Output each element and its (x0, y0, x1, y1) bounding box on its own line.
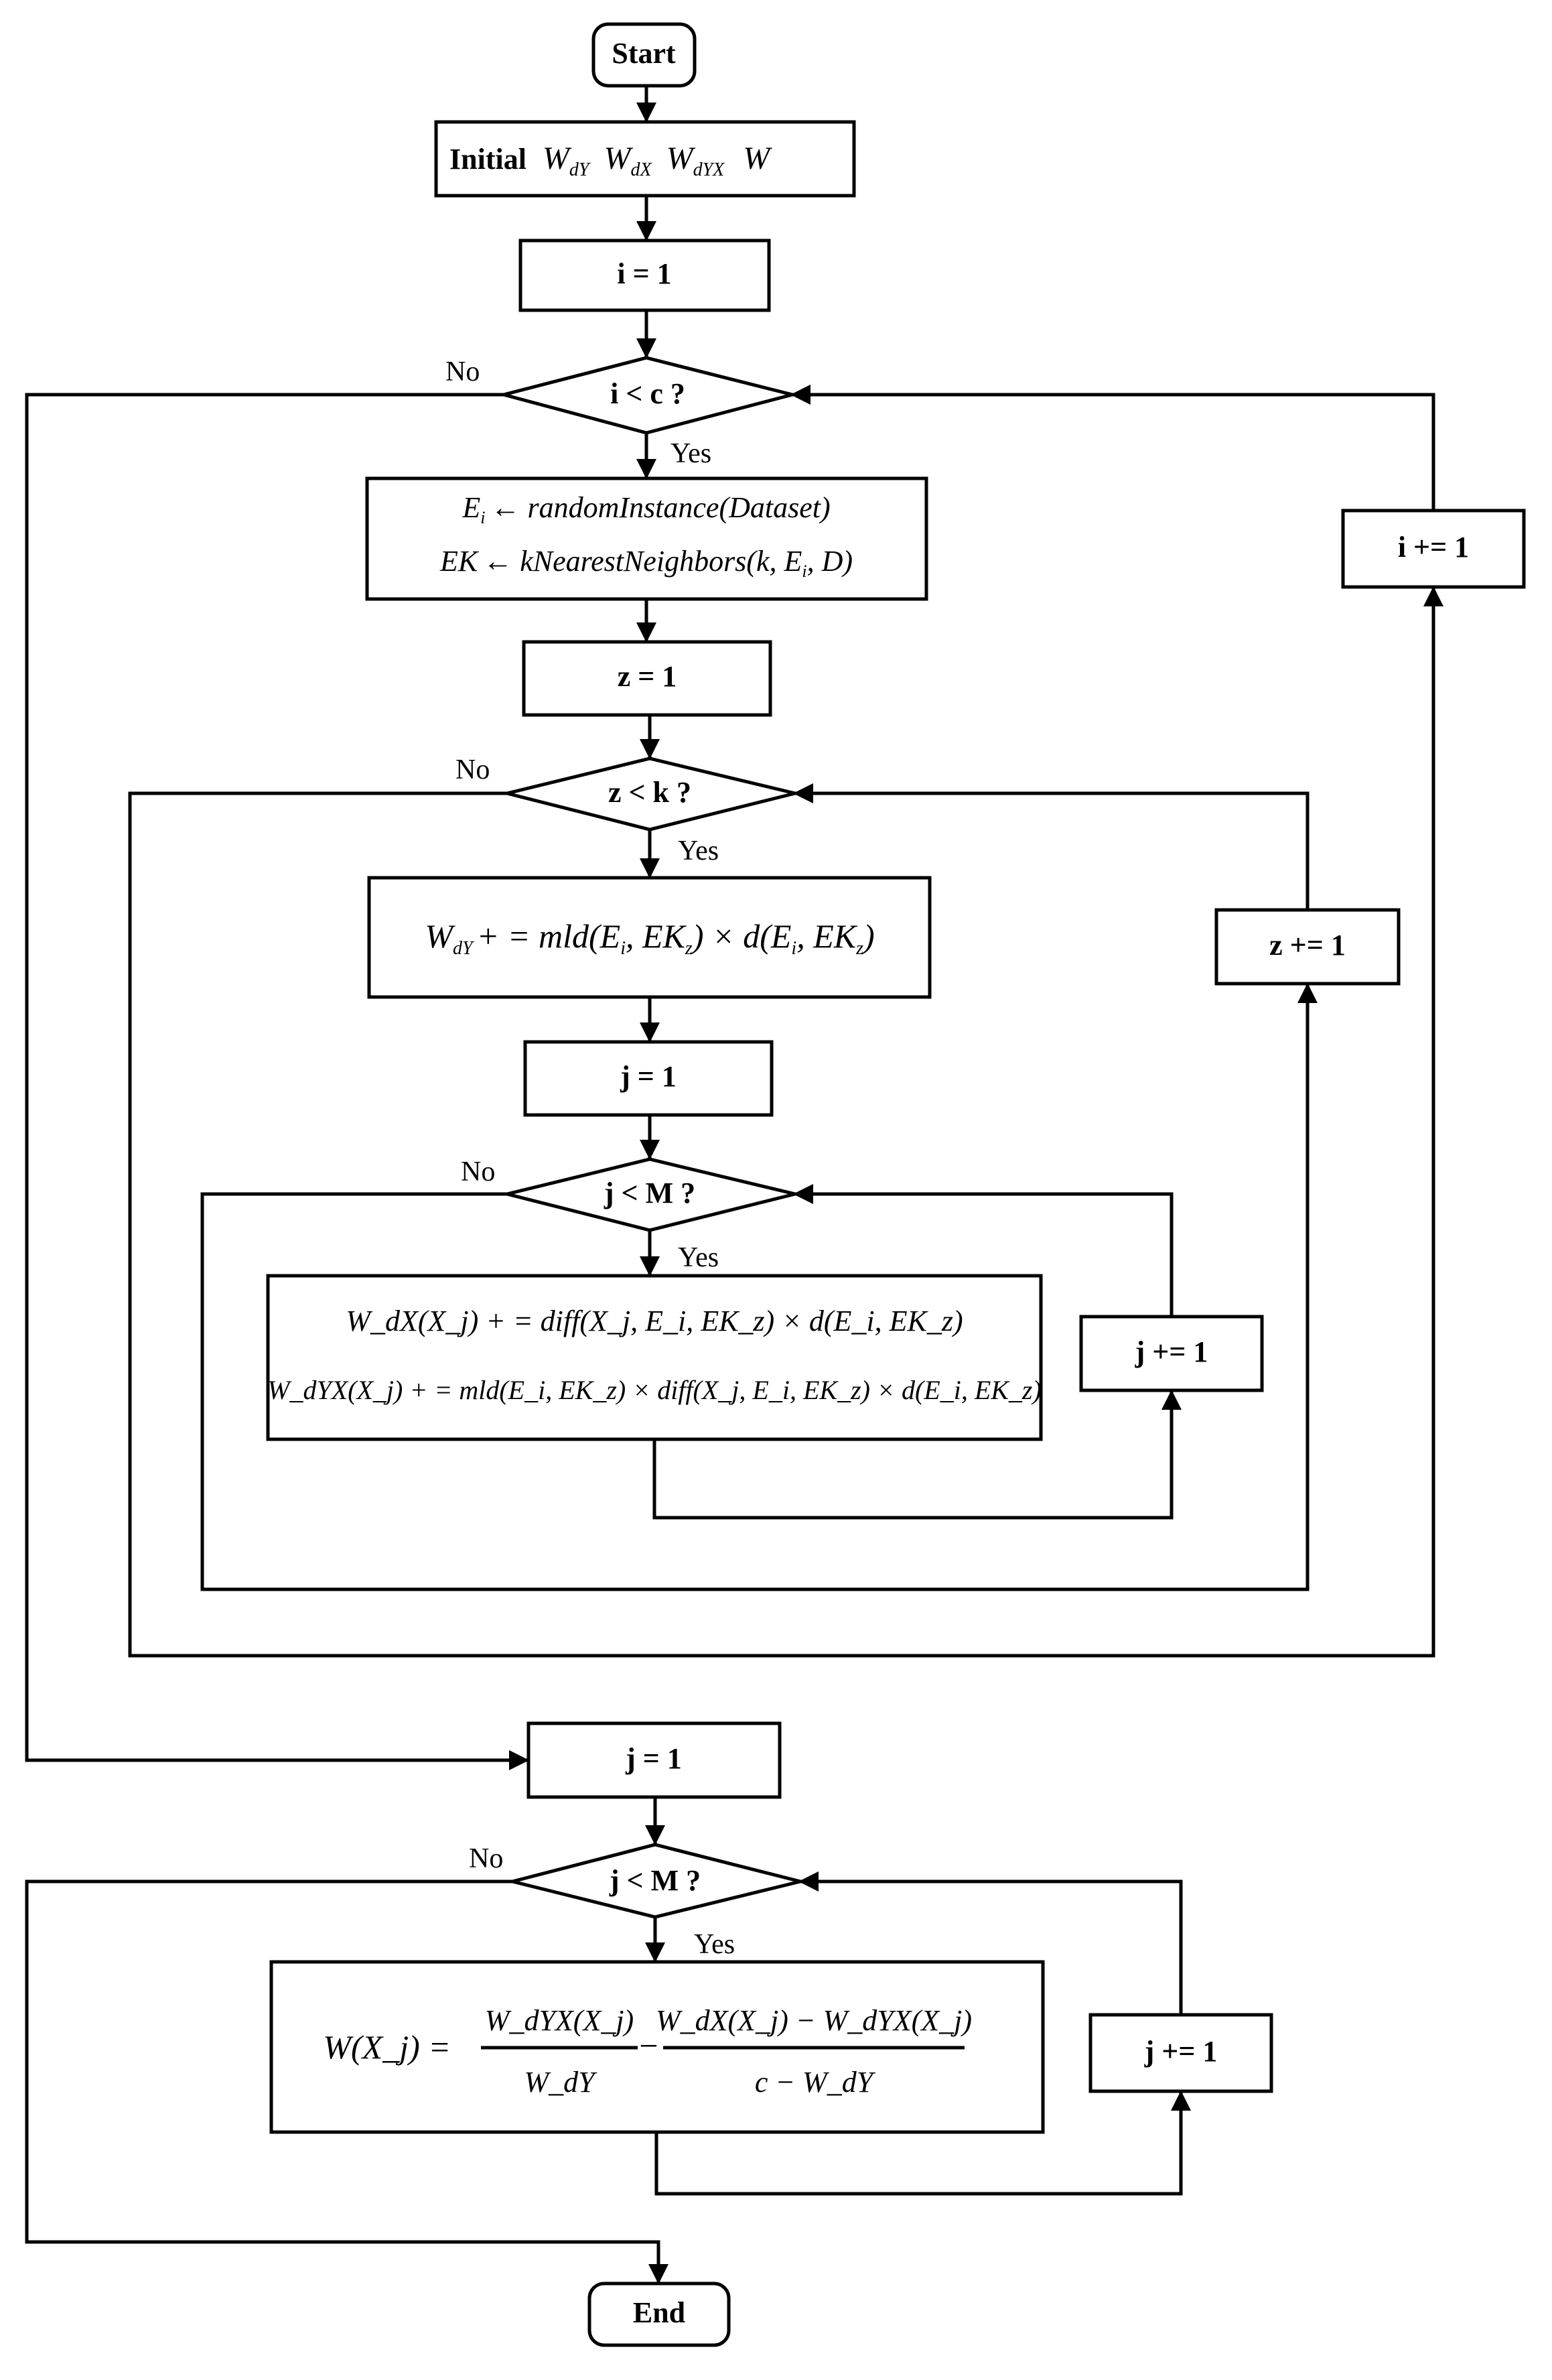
edge-jcond-no-end (25, 1879, 668, 2284)
edge-jcond-no-zinc (200, 983, 1318, 1591)
final-frac2-numerator: W_dX(X_j) − W_dYX(X_j) (656, 2004, 972, 2037)
edge-final-jinc (654, 2091, 1191, 2196)
edge-jinc-jcond-outer (798, 1871, 1183, 2013)
label-no-i-cond: No (445, 356, 480, 387)
j-init-outer-label: j = 1 (625, 1742, 682, 1775)
end-label: End (633, 2296, 685, 2329)
wdy-update-formula: WdY+ = mld(Ei, EKz) × d(Ei, EKz) (425, 917, 874, 959)
j-init-outer-node: j = 1 (526, 1721, 782, 1799)
j-cond-inner-label: j < M ? (604, 1177, 695, 1209)
wdy-update-node: WdY+ = mld(Ei, EKz) × d(Ei, EKz) (367, 876, 932, 999)
j-init-inner-label: j = 1 (620, 1060, 677, 1093)
i-cond-node: i < c ? (497, 356, 793, 435)
label-yes-z-cond: Yes (678, 836, 719, 866)
edge-zcond-no-iinc (128, 586, 1443, 1658)
i-inc-label: i += 1 (1398, 531, 1469, 564)
z-inc-label: z += 1 (1269, 929, 1346, 962)
z-init-label: z = 1 (618, 660, 677, 693)
j-init-inner-node: j = 1 (523, 1040, 774, 1117)
j-cond-inner-node: j < M ? (506, 1157, 796, 1232)
random-instance-node: Ei← randomInstance(Dataset) EK← kNearest… (365, 476, 928, 601)
label-no-z-cond: No (455, 754, 490, 785)
random-instance-line1: Ei← randomInstance(Dataset) (462, 491, 830, 527)
end-node: End (587, 2282, 731, 2347)
label-yes-j-cond-inner: Yes (678, 1242, 719, 1273)
edge-labels: No Yes No Yes No Yes No Yes (445, 356, 735, 1960)
random-instance-line2: EK← kNearestNeighbors(k, Ei, D) (439, 545, 853, 581)
final-frac1-denominator: W_dY (524, 2066, 597, 2099)
edge-zinc-zcond (793, 783, 1310, 909)
i-inc-node: i += 1 (1341, 509, 1526, 589)
i-init-label: i = 1 (617, 257, 671, 290)
wdyx-update-formula: W_dYX(X_j) + = mld(E_i, EK_z) × diff(X_j… (267, 1375, 1042, 1405)
initial-label: Initial (449, 143, 526, 176)
i-cond-label: i < c ? (610, 377, 685, 410)
wdx-wdyx-update-node: W_dX(X_j) + = diff(X_j, E_i, EK_z) × d(E… (266, 1274, 1043, 1441)
j-inc-outer-node: j += 1 (1088, 2013, 1273, 2093)
z-init-node: z = 1 (522, 640, 772, 717)
edge-jinc-jcond (793, 1184, 1174, 1315)
edge-icond-no-jinit (25, 393, 529, 1770)
final-formula-node: W(X_j) = W_dYX(X_j) W_dY − W_dX(X_j) − W… (269, 1960, 1045, 2134)
label-yes-i-cond: Yes (671, 438, 711, 469)
z-inc-node: z += 1 (1214, 908, 1401, 986)
wdx-update-formula: W_dX(X_j) + = diff(X_j, E_i, EK_z) × d(E… (346, 1305, 963, 1337)
j-inc-inner-node: j += 1 (1079, 1315, 1264, 1392)
j-inc-outer-label: j += 1 (1144, 2035, 1218, 2068)
z-cond-label: z < k ? (608, 776, 691, 809)
final-minus: − (637, 2027, 660, 2064)
label-yes-j-cond-outer: Yes (694, 1929, 735, 1960)
j-inc-inner-label: j += 1 (1135, 1335, 1208, 1368)
i-init-node: i = 1 (518, 239, 771, 312)
z-cond-node: z < k ? (506, 756, 796, 832)
j-cond-outer-label: j < M ? (609, 1864, 701, 1897)
edge-wdx-jinc (652, 1390, 1182, 1520)
final-frac1-numerator: W_dYX(X_j) (485, 2004, 634, 2037)
label-no-j-cond-outer: No (469, 1843, 503, 1874)
start-label: Start (612, 37, 676, 70)
final-frac2-denominator: c − W_dY (755, 2066, 876, 2099)
connectors (25, 86, 1443, 2284)
initial-text: Initial WdY WdX WdYX W (449, 141, 772, 180)
initial-node: Initial WdY WdX WdYX W (434, 120, 856, 198)
start-node: Start (591, 22, 697, 88)
edge-iinc-icond (790, 385, 1435, 509)
j-cond-outer-node: j < M ? (512, 1843, 801, 1919)
final-lhs: W(X_j) = (323, 2028, 451, 2066)
label-no-j-cond-inner: No (461, 1156, 495, 1187)
